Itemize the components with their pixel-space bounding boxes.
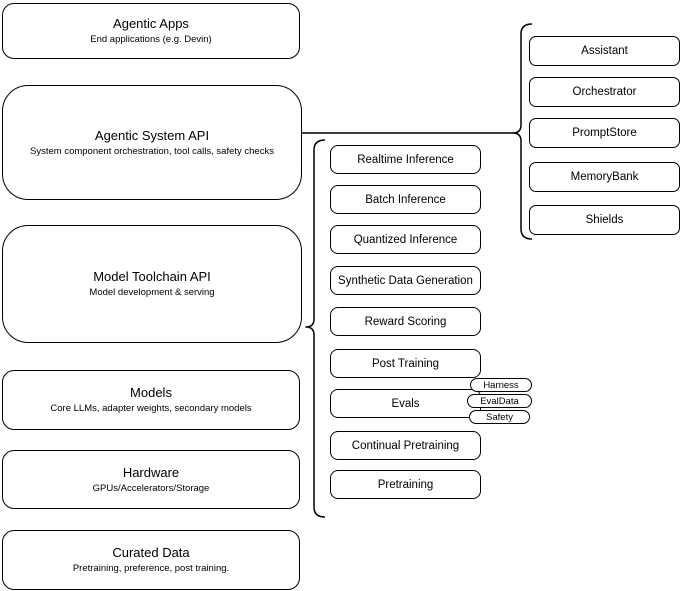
node-reward-scoring: Reward Scoring xyxy=(330,307,481,336)
node-orchestrator: Orchestrator xyxy=(529,77,680,107)
node-title: Agentic Apps xyxy=(113,16,189,31)
pill-label: Harness xyxy=(483,379,519,391)
node-assistant: Assistant xyxy=(529,36,680,66)
toolchain-services-brace xyxy=(305,139,326,518)
node-pretraining: Pretraining xyxy=(330,470,481,499)
node-subtitle: Pretraining, preference, post training. xyxy=(72,563,230,574)
node-title: Agentic System API xyxy=(94,127,210,143)
node-agentic-apps: Agentic Apps End applications (e.g. Devi… xyxy=(2,3,300,59)
node-label: Orchestrator xyxy=(572,86,637,98)
node-subtitle: GPUs/Accelerators/Storage xyxy=(92,482,210,494)
node-title: Hardware xyxy=(122,464,180,480)
node-promptstore: PromptStore xyxy=(529,118,680,148)
node-label: MemoryBank xyxy=(570,171,639,183)
node-models: Models Core LLMs, adapter weights, secon… xyxy=(2,370,300,430)
node-shields: Shields xyxy=(529,205,680,235)
node-evals-harness: Harness xyxy=(470,378,532,392)
node-title: Curated Data xyxy=(112,545,190,560)
pill-label: EvalData xyxy=(480,395,519,407)
node-label: Continual Pretraining xyxy=(351,439,460,452)
node-label: Pretraining xyxy=(377,478,434,491)
node-title: Models xyxy=(130,385,172,400)
node-label: Reward Scoring xyxy=(364,315,447,328)
node-label: Quantized Inference xyxy=(353,233,458,246)
node-label: Post Training xyxy=(371,357,440,370)
node-subtitle: Model development & serving xyxy=(89,287,215,298)
node-curated-data: Curated Data Pretraining, preference, po… xyxy=(2,530,300,590)
node-label: Batch Inference xyxy=(365,193,446,206)
node-evals: Evals xyxy=(330,389,481,418)
node-subtitle: End applications (e.g. Devin) xyxy=(90,34,212,45)
node-subtitle: Core LLMs, adapter weights, secondary mo… xyxy=(50,403,252,414)
node-post-training: Post Training xyxy=(330,349,481,378)
node-label: Realtime Inference xyxy=(357,153,454,166)
node-batch-inference: Batch Inference xyxy=(330,185,481,214)
node-evals-safety: Safety xyxy=(469,410,530,424)
node-label: Synthetic Data Generation xyxy=(338,274,473,287)
node-continual-pretraining: Continual Pretraining xyxy=(330,431,481,460)
node-realtime-inference: Realtime Inference xyxy=(330,145,481,174)
pill-label: Safety xyxy=(486,411,513,423)
node-title: Model Toolchain API xyxy=(93,269,211,284)
node-evals-evaldata: EvalData xyxy=(467,394,532,408)
node-hardware: Hardware GPUs/Accelerators/Storage xyxy=(2,450,300,509)
node-label: Assistant xyxy=(581,45,628,57)
node-subtitle: System component orchestration, tool cal… xyxy=(30,145,274,157)
node-memorybank: MemoryBank xyxy=(529,162,680,192)
node-quantized-inference: Quantized Inference xyxy=(330,225,481,254)
node-synthetic-data-generation: Synthetic Data Generation xyxy=(330,266,481,295)
node-label: Evals xyxy=(391,397,420,410)
node-model-toolchain-api: Model Toolchain API Model development & … xyxy=(2,225,302,343)
node-agentic-system-api: Agentic System API System component orch… xyxy=(2,85,302,200)
node-label: PromptStore xyxy=(572,127,637,139)
node-label: Shields xyxy=(585,214,624,226)
